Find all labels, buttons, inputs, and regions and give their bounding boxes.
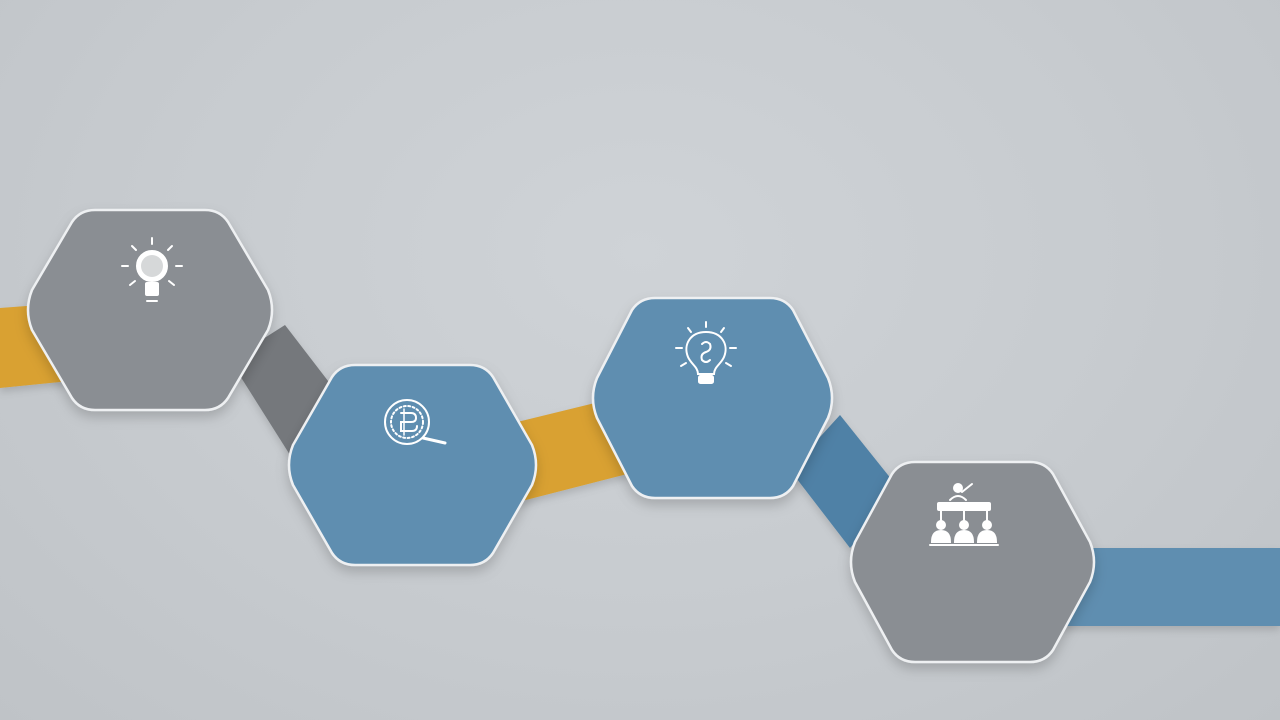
lightbulb-idea-icon — [675, 321, 737, 384]
band-blue-right — [1060, 548, 1280, 626]
step-1-shape — [26, 208, 274, 412]
step-2-hexagon — [287, 363, 538, 567]
step-3-shape — [591, 296, 834, 500]
step-4-shape — [849, 460, 1096, 664]
step-4-hexagon — [849, 460, 1096, 664]
step-3-hexagon — [591, 296, 834, 500]
step-2-shape — [287, 363, 538, 567]
lightbulb-icon — [121, 237, 183, 302]
step-1-hexagon — [26, 208, 274, 412]
magnifier-bitcoin-icon — [384, 399, 447, 445]
hierarchy-team-icon — [929, 483, 999, 546]
